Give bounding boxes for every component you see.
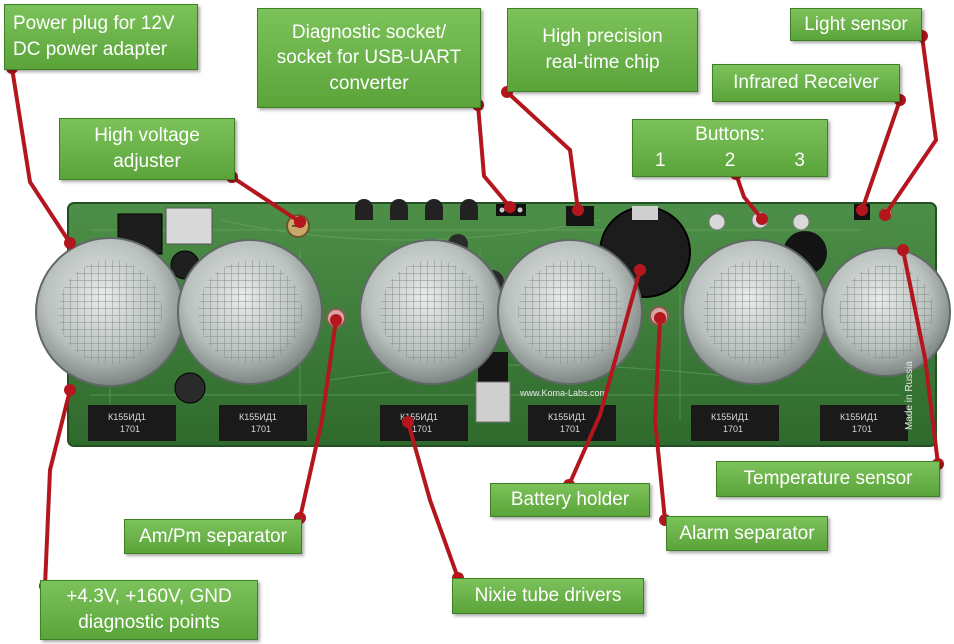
leader-light-sensor — [883, 34, 939, 217]
chip-label-5: К155ИД1 — [711, 412, 749, 422]
callout-alarm-separator: Alarm separator — [666, 516, 828, 551]
callout-rtc-chip-line-2: real-time chip — [545, 52, 660, 73]
callout-battery-holder: Battery holder — [490, 483, 650, 517]
board-website: www.Koma-Labs.com — [519, 388, 607, 398]
callout-buttons-number-3: 3 — [794, 150, 805, 171]
callout-diagnostic-socket: Diagnostic socket/ socket for USB-UART c… — [257, 8, 481, 108]
chip-code-6: 1701 — [852, 424, 872, 434]
leader-diagnostic-socket — [476, 103, 512, 209]
callout-nixie-drivers: Nixie tube drivers — [452, 578, 644, 614]
chip-code-3: 1701 — [412, 424, 432, 434]
callout-light-sensor: Light sensor — [790, 8, 922, 41]
callout-power-plug: Power plug for 12V DC power adapter — [4, 4, 198, 70]
callout-diagnostic-socket-line-1: Diagnostic socket/ — [291, 21, 447, 43]
nixie-tube-4 — [497, 239, 643, 385]
callout-light-sensor-line-1: Light sensor — [804, 13, 908, 35]
leader-rtc-chip — [505, 90, 580, 212]
callout-alarm-separator-line-1: Alarm separator — [679, 522, 815, 544]
leader-hv-adjuster — [230, 175, 302, 224]
chip-code-5: 1701 — [723, 424, 743, 434]
callout-infrared-receiver: Infrared Receiver — [712, 64, 900, 102]
callout-buttons-number-1: 1 — [655, 150, 666, 171]
callout-temperature-sensor-line-1: Temperature sensor — [743, 468, 913, 490]
callout-temperature-sensor: Temperature sensor — [716, 461, 940, 497]
nixie-tube-2 — [177, 239, 323, 385]
callout-hv-adjuster-line-1: High voltage — [94, 125, 200, 147]
callout-hv-adjuster: High voltage adjuster — [59, 118, 235, 180]
leader-nixie-drivers — [406, 420, 460, 580]
nixie-tube-6 — [821, 247, 951, 377]
chip-label-6: К155ИД1 — [840, 412, 878, 422]
leader-battery-holder — [567, 268, 642, 487]
callout-power-plug-line-2: DC power adapter — [13, 39, 168, 60]
board-side-text: Made in Russia — [904, 361, 915, 430]
leader-ampm-separator — [298, 318, 338, 520]
nixie-tube-3 — [359, 239, 505, 385]
chip-code-1: 1701 — [120, 424, 140, 434]
callout-buttons-numbers: 1 2 3 — [655, 148, 805, 174]
callout-rtc-chip-line-1: High precision — [542, 26, 663, 48]
chip-label-2: К155ИД1 — [239, 412, 277, 422]
nixie-tube-5 — [682, 239, 828, 385]
leader-power-plug — [10, 66, 72, 245]
nixie-tube-1 — [35, 237, 185, 387]
callout-infrared-receiver-line-1: Infrared Receiver — [733, 72, 879, 94]
callout-diagnostic-points: +4.3V, +160V, GND diagnostic points — [40, 580, 258, 640]
callout-buttons: Buttons: 1 2 3 — [632, 119, 828, 177]
callout-nixie-drivers-line-1: Nixie tube drivers — [474, 585, 622, 607]
callout-diagnostic-points-line-1: +4.3V, +160V, GND — [66, 586, 232, 608]
chip-code-2: 1701 — [251, 424, 271, 434]
leader-lines — [10, 34, 940, 588]
callout-battery-holder-line-1: Battery holder — [510, 489, 630, 511]
driver-chip-labels: К155ИД1 1701 К155ИД1 1701 К155ИД1 1701 К… — [108, 412, 878, 434]
leader-temperature-sensor — [901, 248, 940, 466]
callout-diagnostic-socket-line-3: converter — [329, 72, 409, 94]
chip-code-4: 1701 — [560, 424, 580, 434]
nixie-tubes — [35, 237, 951, 387]
leader-alarm-separator — [652, 316, 667, 522]
chip-label-4: К155ИД1 — [548, 412, 586, 422]
leader-buttons — [734, 172, 764, 221]
leader-diagnostic-points — [43, 388, 72, 588]
callout-buttons-title: Buttons: — [695, 124, 765, 146]
callout-ampm-separator-line-1: Am/Pm separator — [139, 525, 287, 547]
callout-ampm-separator: Am/Pm separator — [124, 519, 302, 554]
callout-power-plug-line-1: Power plug for 12V — [13, 13, 175, 35]
callout-diagnostic-points-line-2: diagnostic points — [78, 612, 220, 633]
callout-diagnostic-socket-line-2: socket for USB-UART — [276, 47, 462, 69]
leader-infrared-receiver — [860, 98, 902, 212]
transistors — [355, 199, 478, 220]
driver-chips — [88, 405, 908, 441]
callout-rtc-chip: High precision real-time chip — [507, 8, 698, 92]
callout-hv-adjuster-line-2: adjuster — [113, 151, 181, 172]
chip-label-3: К155ИД1 — [400, 412, 438, 422]
callout-buttons-number-2: 2 — [724, 150, 736, 171]
chip-label-1: К155ИД1 — [108, 412, 146, 422]
